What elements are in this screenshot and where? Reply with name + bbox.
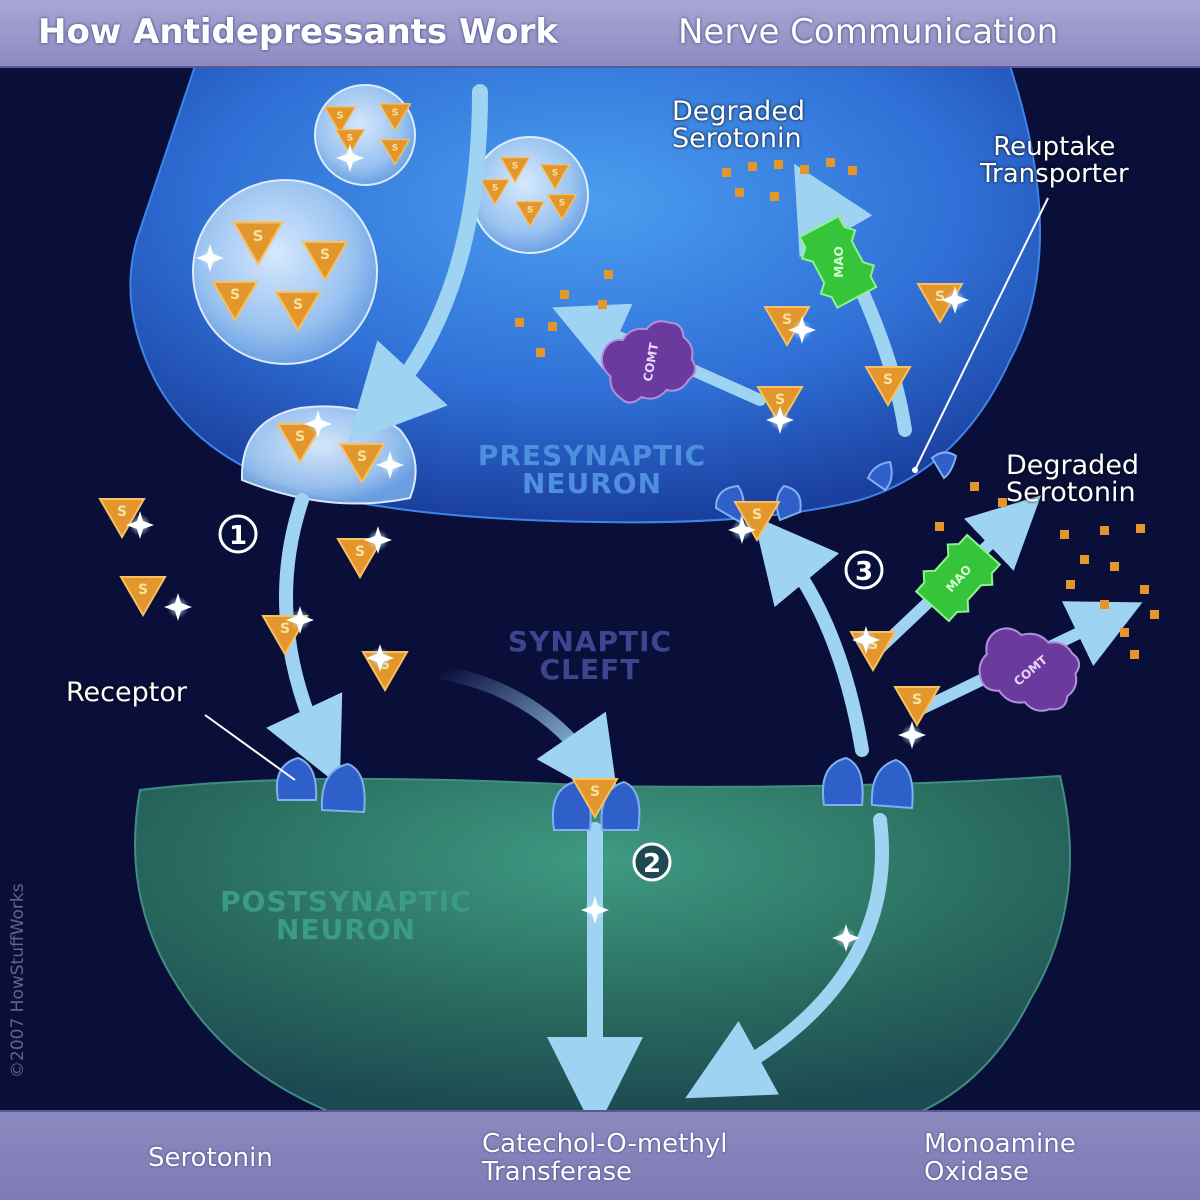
mao-enzyme-top: MAO xyxy=(798,215,878,309)
page-subtitle: Nerve Communication xyxy=(678,12,1059,52)
header-bar: How Antidepressants Work Nerve Communica… xyxy=(0,0,1200,68)
reuptake-transporter xyxy=(714,451,958,524)
comt-enzyme-right: COMT xyxy=(978,627,1081,712)
svg-text:2: 2 xyxy=(643,849,661,879)
svg-text:MAO: MAO xyxy=(832,246,846,277)
label-degraded-serotonin-right: Degraded Serotonin xyxy=(1006,450,1140,508)
vesicle-top-left xyxy=(314,84,416,186)
label-receptor: Receptor xyxy=(66,677,187,708)
receptor-right xyxy=(822,756,914,810)
page-title: How Antidepressants Work xyxy=(38,12,559,52)
mao-enzyme-right: MAO xyxy=(914,533,1002,623)
comt-enzyme-top: COMT xyxy=(600,320,697,404)
svg-text:COMT: COMT xyxy=(641,341,662,383)
copyright-notice: ©2007 HowStuffWorks xyxy=(8,883,28,1078)
label-postsynaptic-neuron: POSTSYNAPTIC NEURON xyxy=(220,885,472,946)
step-1: 1 xyxy=(218,514,258,554)
label-reuptake-transporter: Reuptake Transporter xyxy=(980,132,1129,189)
step-3: 3 xyxy=(844,550,884,590)
label-synaptic-cleft: SYNAPTIC CLEFT xyxy=(507,625,673,686)
legend-bar: Serotonin Catechol-O-methyl Transferase … xyxy=(0,1110,1200,1200)
transporter-pointer xyxy=(914,197,1049,471)
label-presynaptic-neuron: PRESYNAPTIC NEURON xyxy=(477,439,707,500)
step-2: 2 xyxy=(632,842,672,882)
svg-text:3: 3 xyxy=(855,557,873,587)
svg-text:1: 1 xyxy=(229,521,247,551)
legend-mao-label: Monoamine Oxidase xyxy=(924,1129,1076,1187)
legend-serotonin-label: Serotonin xyxy=(148,1143,273,1173)
receptor-left xyxy=(276,756,366,814)
vesicle-top-right xyxy=(471,136,589,254)
reuptake-arrow-3 xyxy=(753,515,869,757)
vesicle-left xyxy=(192,179,378,365)
receptor-pointer xyxy=(204,714,296,781)
legend-comt-label: Catechol-O-methyl Transferase xyxy=(482,1129,728,1187)
degraded-serotonin-dots xyxy=(515,158,1159,659)
cleft-arrow xyxy=(438,665,619,805)
label-degraded-serotonin-top: Degraded Serotonin xyxy=(672,96,806,154)
release-arrow xyxy=(347,84,488,444)
recycle-arrow xyxy=(685,813,890,1099)
